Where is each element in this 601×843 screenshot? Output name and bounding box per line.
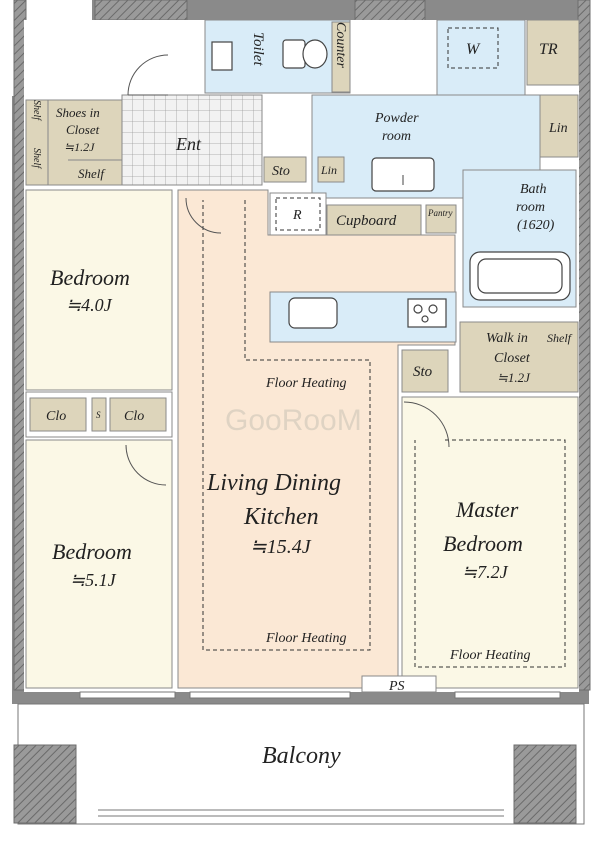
bedroom-1-name: Bedroom — [50, 265, 130, 290]
pipe-space-label: PS — [388, 679, 405, 694]
bedroom-2 — [25, 439, 173, 689]
closet-s-label: S — [96, 410, 101, 420]
counter-label: Counter — [333, 22, 348, 68]
linen-top-label: Lin — [548, 121, 568, 136]
bath-room — [462, 169, 577, 308]
walk-in-closet-area: ≒1.2J — [497, 370, 531, 385]
master-bedroom-name-2: Bedroom — [443, 531, 523, 556]
bath-room-label-3: (1620) — [517, 218, 555, 233]
cupboard-label: Cupboard — [336, 213, 397, 229]
toilet-room — [204, 19, 351, 94]
watermark: GooRooM — [225, 404, 362, 437]
storage-2-label: Sto — [413, 364, 433, 380]
entrance-label: Ent — [175, 134, 202, 154]
shelf-label-b: Shelf — [31, 148, 42, 169]
ldk-name-2: Kitchen — [243, 504, 319, 530]
linen-small — [317, 156, 345, 183]
shoes-closet-label-1: Shoes in — [56, 105, 100, 120]
master-bedroom-name-1: Master — [455, 497, 519, 522]
entrance — [121, 54, 263, 186]
floor-heating-2: Floor Heating — [265, 631, 347, 646]
trunk-room-label: TR — [539, 41, 558, 58]
floor-heating-1: Floor Heating — [265, 376, 347, 391]
storage-1-label: Sto — [272, 164, 290, 179]
ldk-area: ≒15.4J — [250, 536, 312, 558]
bath-room-label-2: room — [516, 200, 545, 215]
laundry-area — [436, 19, 580, 96]
bedroom-2-name: Bedroom — [52, 539, 132, 564]
pantry-label: Pantry — [427, 208, 453, 218]
storage-2 — [401, 349, 449, 393]
ldk-name-1: Living Dining — [206, 470, 341, 496]
walk-in-closet-label-2: Closet — [494, 351, 531, 366]
walk-in-closet — [459, 321, 579, 393]
window-line — [79, 691, 561, 699]
master-bedroom — [401, 396, 579, 689]
master-bedroom-area: ≒7.2J — [462, 562, 509, 582]
linen-small-label: Lin — [320, 163, 337, 177]
bedroom-2-area: ≒5.1J — [70, 570, 117, 590]
storage-1 — [263, 156, 307, 183]
kitchen-storage — [269, 192, 457, 236]
bedroom-1 — [25, 189, 173, 391]
shelf-label-a: Shelf — [31, 100, 42, 121]
shoes-closet-label-2: Closet — [66, 122, 100, 137]
bath-room-label-1: Bath — [520, 182, 546, 197]
shoes-closet-area: ≒1.2J — [64, 140, 95, 154]
walk-in-closet-label-1: Walk in — [486, 331, 528, 346]
bedroom-1-area: ≒4.0J — [66, 295, 113, 315]
washer-label: W — [466, 41, 481, 58]
closet-1-label: Clo — [46, 409, 66, 424]
shelf-label-c: Shelf — [78, 166, 106, 181]
walk-in-shelf-label: Shelf — [547, 331, 573, 345]
floor-heating-3: Floor Heating — [449, 648, 531, 663]
shoes-closet — [25, 99, 123, 186]
balcony-label: Balcony — [262, 743, 341, 769]
pipe-space — [361, 675, 437, 693]
bedroom-closets — [25, 391, 173, 438]
balcony — [13, 703, 585, 825]
refrigerator-label: R — [292, 208, 302, 223]
closet-2-label: Clo — [124, 409, 144, 424]
living-dining-kitchen — [177, 189, 457, 689]
powder-room-label-1: Powder — [374, 111, 419, 126]
toilet-label: Toilet — [250, 32, 266, 66]
powder-room-label-2: room — [382, 129, 411, 144]
